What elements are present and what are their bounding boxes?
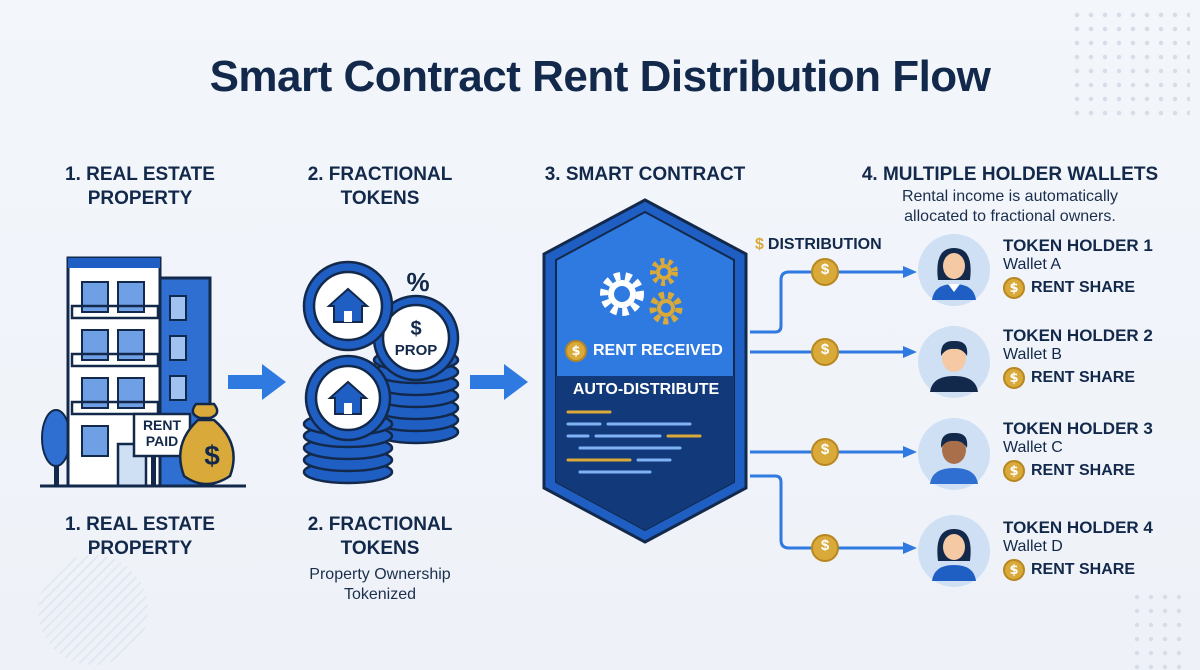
- rent-received-label: RENT RECEIVED: [593, 342, 723, 359]
- coin-icon: $: [1003, 559, 1025, 581]
- distribution-label-row: $ DISTRIBUTION: [755, 236, 882, 254]
- step4-subtitle: Rental income is automatically allocated…: [901, 188, 1119, 225]
- coin-icon: $: [565, 340, 587, 362]
- step4-top-label: 4. MULTIPLE HOLDER WALLETS: [861, 164, 1159, 185]
- prop-coin-label: PROP: [394, 342, 438, 359]
- distribution-coin-4: $: [820, 537, 830, 554]
- holder-title: TOKEN HOLDER 1: [1003, 236, 1153, 255]
- distribution-coin-1: $: [820, 261, 830, 278]
- smart-contract-hexagon: [542, 198, 748, 544]
- dot-pattern-top-right: [1070, 8, 1190, 118]
- building-illustration: [40, 256, 246, 488]
- avatar: [918, 326, 990, 398]
- female-user-icon: [932, 248, 976, 300]
- holder-card-4: TOKEN HOLDER 4 Wallet D $ RENT SHARE: [1003, 518, 1153, 581]
- coin-icon: $: [1003, 460, 1025, 482]
- rent-share-row: $ RENT SHARE: [1003, 559, 1153, 581]
- rent-share-row: $ RENT SHARE: [1003, 367, 1153, 389]
- gear-icon: [650, 258, 678, 286]
- holder-wallet: Wallet C: [1003, 439, 1063, 456]
- money-bag-icon: [178, 402, 235, 486]
- male-user-icon: [930, 432, 978, 484]
- male-user-icon: [930, 340, 978, 392]
- rent-share-label: RENT SHARE: [1031, 279, 1136, 296]
- step2-top-label: 2. FRACTIONAL TOKENS: [307, 164, 453, 209]
- holder-card-1: TOKEN HOLDER 1 Wallet A $ RENT SHARE: [1003, 236, 1153, 299]
- holder-title: TOKEN HOLDER 3: [1003, 419, 1153, 438]
- rent-received-row: $ RENT RECEIVED: [565, 340, 735, 362]
- holder-card-3: TOKEN HOLDER 3 Wallet C $ RENT SHARE: [1003, 419, 1153, 482]
- house-icon: [327, 380, 369, 415]
- female-user-icon: [932, 529, 976, 581]
- gear-icon: [600, 272, 644, 316]
- holder-card-2: TOKEN HOLDER 2 Wallet B $ RENT SHARE: [1003, 326, 1153, 389]
- auto-distribute-label: AUTO-DISTRIBUTE: [572, 381, 720, 398]
- code-lines: [566, 410, 702, 474]
- avatar: [918, 418, 990, 490]
- rent-share-label: RENT SHARE: [1031, 369, 1136, 386]
- step1-bottom-label: 1. REAL ESTATE PROPERTY: [65, 514, 215, 559]
- avatar: [918, 234, 990, 306]
- step1-top-label: 1. REAL ESTATE PROPERTY: [65, 164, 215, 209]
- holder-title: TOKEN HOLDER 2: [1003, 326, 1153, 345]
- rent-share-label: RENT SHARE: [1031, 561, 1136, 578]
- rent-paid-sign: [132, 412, 192, 486]
- dot-pattern-bottom-right: [1130, 590, 1190, 670]
- arrow-right-icon: [228, 364, 286, 400]
- token-stack-illustration: [302, 260, 460, 485]
- holder-wallet: Wallet B: [1003, 346, 1062, 363]
- holder-wallet: Wallet A: [1003, 256, 1062, 273]
- rent-share-label: RENT SHARE: [1031, 462, 1136, 479]
- tree-icon: [41, 409, 71, 486]
- distribution-coin-2: $: [820, 341, 830, 358]
- dollar-icon: $: [755, 236, 764, 253]
- money-bag-symbol: $: [204, 440, 220, 471]
- distribution-connectors: [750, 258, 917, 562]
- rent-paid-sign-text: RENT PAID: [142, 417, 182, 449]
- step2-bottom-subtitle: Property Ownership Tokenized: [309, 566, 451, 603]
- coin-icon: $: [1003, 367, 1025, 389]
- holder-wallet: Wallet D: [1003, 538, 1063, 555]
- striped-circle-decoration: [38, 555, 148, 665]
- rent-share-row: $ RENT SHARE: [1003, 460, 1153, 482]
- step3-top-label: 3. SMART CONTRACT: [544, 164, 746, 185]
- holder-title: TOKEN HOLDER 4: [1003, 518, 1153, 537]
- prop-coin-symbol: $: [410, 318, 422, 340]
- coin-icon: $: [1003, 277, 1025, 299]
- house-icon: [326, 287, 370, 323]
- rent-share-row: $ RENT SHARE: [1003, 277, 1153, 299]
- percent-icon: %: [406, 267, 430, 297]
- avatar: [918, 515, 990, 587]
- step2-bottom-label: 2. FRACTIONAL TOKENS: [307, 514, 453, 559]
- distribution-label: DISTRIBUTION: [767, 236, 882, 253]
- distribution-coin-3: $: [820, 441, 830, 458]
- page-title: Smart Contract Rent Distribution Flow: [209, 52, 991, 101]
- gear-icon: [649, 291, 683, 325]
- arrow-right-icon: [470, 364, 528, 400]
